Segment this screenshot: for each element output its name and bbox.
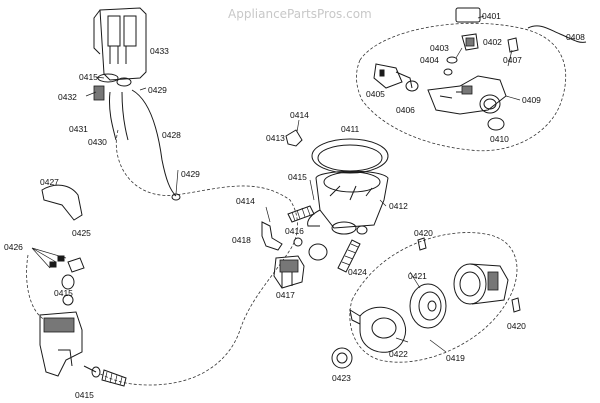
label-0411: 0411 [341,124,360,134]
clamp-0410 [487,117,505,131]
oring-sump [308,243,328,261]
label-0403: 0403 [430,43,449,53]
label-0408: 0408 [566,32,585,42]
label-0432: 0432 [58,92,77,102]
part-0407 [507,37,519,53]
part-0401 [455,7,481,23]
part-0420-top [417,237,427,251]
label-0419: 0419 [446,353,465,363]
part-0413 [285,129,303,147]
grommet-0423 [331,347,353,369]
label-0415-top: 0415 [79,72,98,82]
label-0417: 0417 [276,290,295,300]
label-0402: 0402 [483,37,502,47]
label-0423: 0423 [332,373,351,383]
valve-0409 [427,75,507,115]
motor-0419 [453,263,509,305]
label-0427: 0427 [40,177,59,187]
tube-0428 [131,89,177,197]
label-0418: 0418 [232,235,251,245]
wire-0408 [527,25,587,43]
screw-0414 [265,206,271,223]
watermark: AppliancePartsPros.com [228,7,372,21]
hose-route-main [99,129,298,386]
part-labels: 0401 0402 0403 0404 0405 0406 0407 0408 … [4,11,585,400]
hose-route-0426 [26,254,46,321]
label-0430: 0430 [88,137,107,147]
leader-lines [85,15,521,353]
label-0401: 0401 [482,11,501,21]
label-0415-left: 0415 [54,288,73,298]
label-0416: 0416 [285,226,304,236]
part-0421 [409,283,447,329]
hose-0424 [337,239,361,273]
label-0424: 0424 [348,267,367,277]
label-0420-right: 0420 [507,321,526,331]
pump-0417 [273,255,305,289]
clamp-0429 [171,193,181,201]
bracket-0418 [261,221,283,251]
parts-0426 [31,247,85,306]
ring-0416 [293,237,303,247]
label-0410: 0410 [490,134,509,144]
label-0414-top: 0414 [290,110,309,120]
label-0429-mid: 0429 [181,169,200,179]
group-boundary-0409 [356,22,567,152]
label-0431: 0431 [69,124,88,134]
label-0420-top: 0420 [414,228,433,238]
label-0421: 0421 [408,271,427,281]
part-0406 [405,80,419,92]
pump-0422 [349,306,406,353]
cover-0427 [41,184,83,221]
label-0426: 0426 [4,242,23,252]
label-0412: 0412 [389,201,408,211]
label-0415-bottom: 0415 [75,390,94,400]
label-0428: 0428 [162,130,181,140]
label-0415-mid: 0415 [288,172,307,182]
bracket-0433 [93,7,147,81]
assembly-bottom-left [39,311,127,387]
parts-0402-0404 [443,33,479,76]
part-0405 [373,63,413,89]
sump-0411-0412 [307,138,389,235]
label-0404: 0404 [420,55,439,65]
label-0414-mid: 0414 [236,196,255,206]
label-0406: 0406 [396,105,415,115]
label-0409: 0409 [522,95,541,105]
label-0413: 0413 [266,133,285,143]
spring-0415-mid [287,205,315,223]
label-0429-top: 0429 [148,85,167,95]
part-0420-right [511,297,521,313]
label-0405: 0405 [366,89,385,99]
label-0422: 0422 [389,349,408,359]
label-0425: 0425 [72,228,91,238]
hose-0430-0431 [93,73,132,141]
label-0433: 0433 [150,46,169,56]
label-0407: 0407 [503,55,522,65]
